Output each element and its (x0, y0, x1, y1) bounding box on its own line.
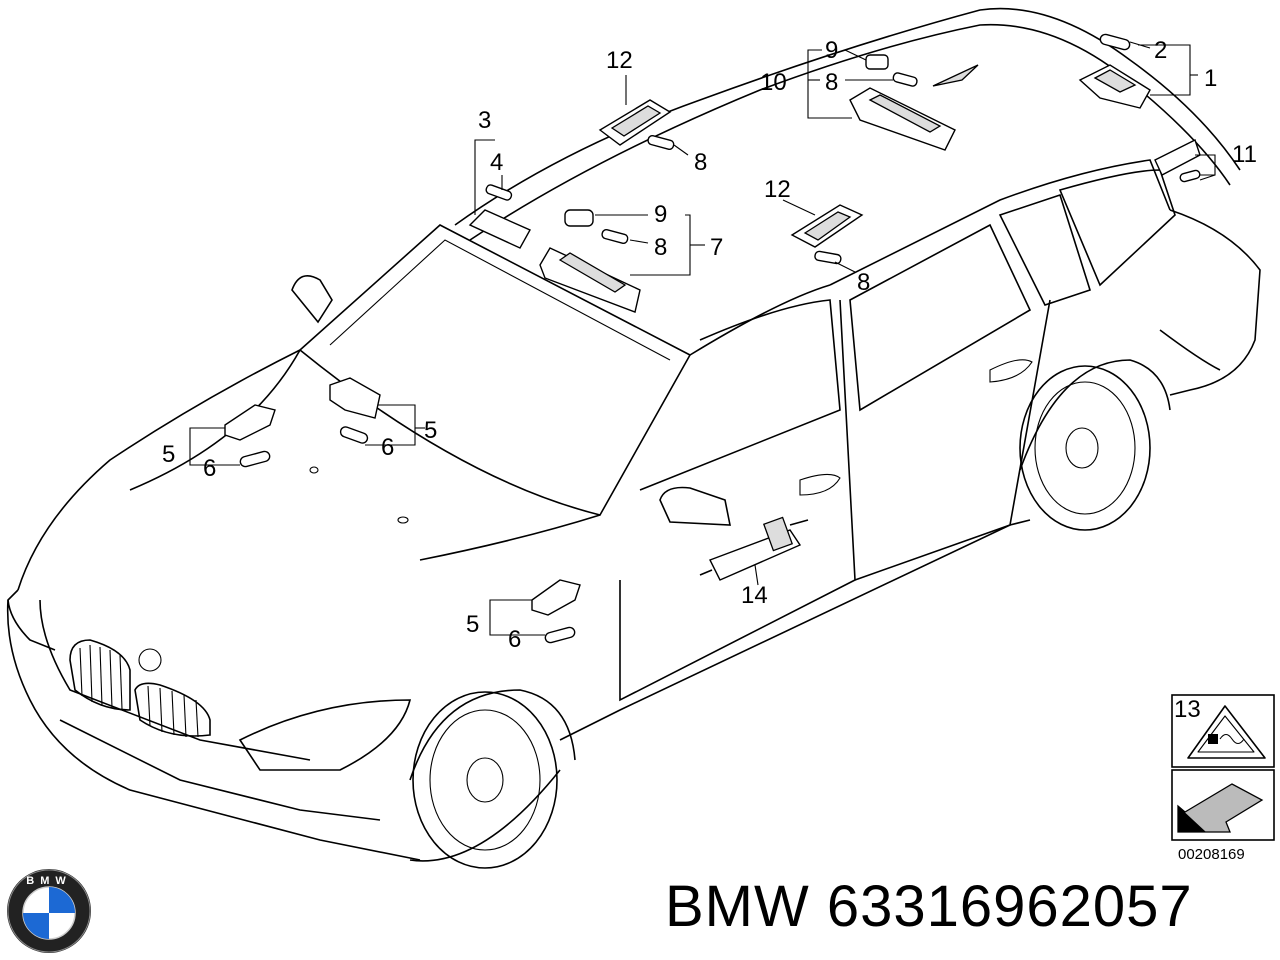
logo-text: BMW (26, 875, 72, 887)
callout-8-lower: 8 (654, 234, 667, 261)
part-interior-light-10 (849, 87, 956, 151)
diagram-id: 00208169 (1178, 846, 1245, 863)
warning-label-box: 13 (1171, 694, 1275, 768)
callout-8-mid: 8 (694, 149, 707, 176)
part-rear-reading-light (1078, 64, 1151, 109)
callout-6-lower: 6 (508, 626, 521, 653)
part-number-caption: BMW 63316962057 (665, 874, 1193, 939)
part-bulb-8-mid (647, 134, 675, 150)
part-bulb-2 (1099, 33, 1131, 51)
part-socket-9-mid (564, 209, 594, 227)
callout-5-left: 5 (162, 441, 175, 468)
part-bulb-6-left (239, 450, 271, 468)
callout-11: 11 (1232, 141, 1257, 168)
part-bulb-socket-9-top (865, 54, 889, 70)
callout-4: 4 (490, 149, 503, 176)
part-light-12-mid (790, 204, 864, 248)
leader-lines (189, 41, 1216, 636)
part-bulb-8-lower (601, 228, 629, 244)
callout-9-mid: 9 (654, 201, 667, 228)
part-bulb-8-top (892, 72, 918, 87)
part-bulb-6-center (339, 426, 369, 444)
part-light-5-lower (531, 579, 581, 616)
part-bulb-8-right (814, 250, 842, 265)
callout-12-top: 12 (606, 47, 633, 74)
callout-5-center: 5 (424, 417, 437, 444)
part-light-3 (468, 209, 531, 249)
callout-1: 1 (1204, 65, 1217, 92)
part-light-5-center (329, 377, 381, 419)
callout-12-mid: 12 (764, 176, 791, 203)
callout-13: 13 (1174, 696, 1201, 723)
part-light-12-top (598, 99, 672, 146)
part-interior-light-7 (539, 247, 641, 313)
bmw-logo-icon: BMW (7, 869, 91, 953)
callout-8-right: 8 (857, 269, 870, 296)
part-light-5-left (224, 404, 276, 441)
callout-8-top: 8 (825, 69, 838, 96)
callout-3: 3 (478, 107, 491, 134)
part-switch-14 (699, 516, 809, 581)
callout-2: 2 (1154, 37, 1167, 64)
callout-7: 7 (710, 234, 723, 261)
callout-labels: 2 1 9 10 8 12 8 3 4 9 8 7 12 8 11 5 6 5 … (162, 37, 1257, 653)
callout-14: 14 (741, 582, 768, 609)
part-arrow-shape (932, 64, 979, 87)
arrow-label-box (1171, 769, 1275, 841)
callout-6-left: 6 (203, 455, 216, 482)
car-outline (6, 7, 1261, 869)
callout-9-top: 9 (825, 37, 838, 64)
callout-5-lower: 5 (466, 611, 479, 638)
part-bulb-4 (485, 184, 513, 201)
callout-6-center: 6 (381, 434, 394, 461)
callout-10: 10 (760, 69, 787, 96)
part-bulb-6-lower (544, 626, 576, 644)
